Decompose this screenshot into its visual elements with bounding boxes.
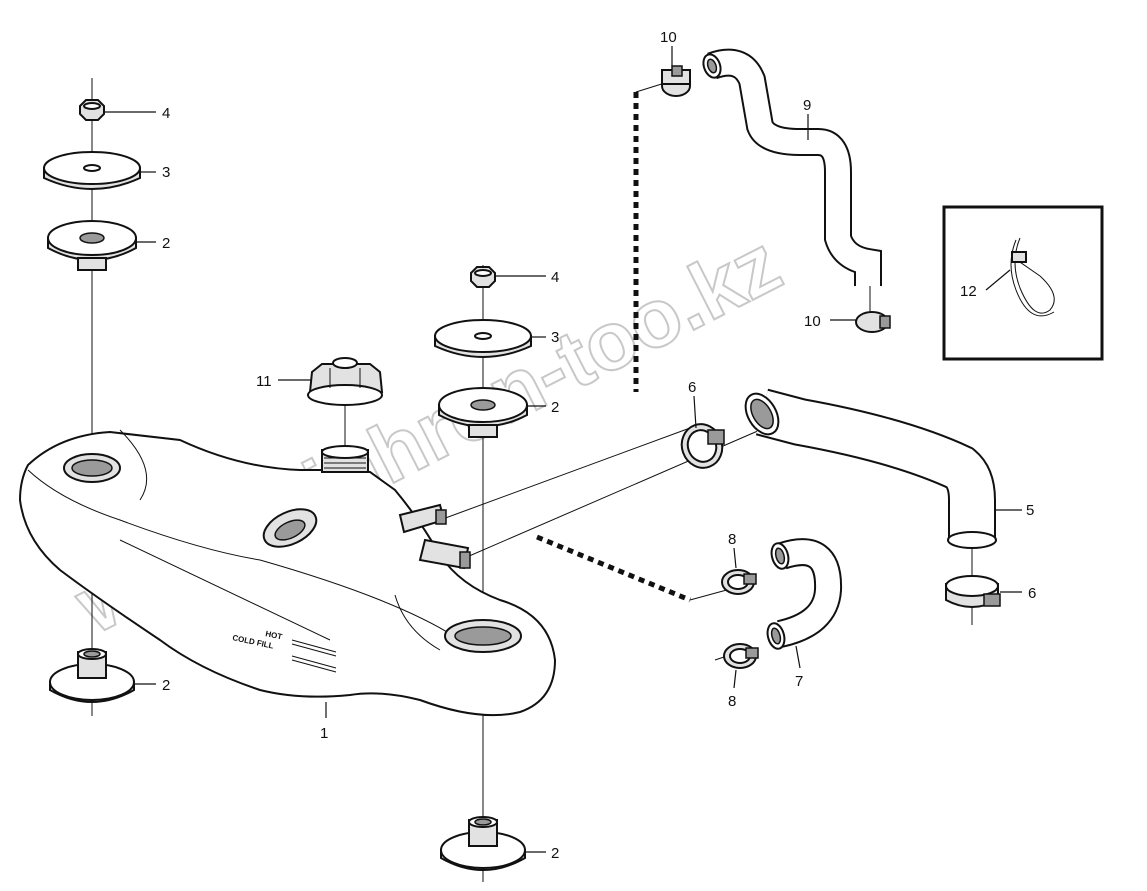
washer-right [434,319,532,358]
callout-2-left-upper: 2 [162,235,170,252]
hot-marking: HOT [265,629,283,641]
callout-7: 7 [795,673,803,690]
rubber-bush-left-upper [47,220,137,271]
nut-right [470,266,496,288]
hose-route-dashed-line-lower [536,534,691,603]
callout-labels: 1 2 2 2 2 3 3 4 4 5 6 6 7 8 8 9 10 10 11… [162,29,1036,862]
callout-8-upper: 8 [728,531,736,548]
callout-3-right: 3 [551,329,559,346]
callout-12: 12 [960,283,977,300]
hose-upper [702,48,882,286]
callout-6-lower: 6 [1028,585,1036,602]
callout-8-lower: 8 [728,693,736,710]
hose-clamp-lower [945,575,1001,608]
hose-large [744,388,997,549]
washer-left [43,151,141,190]
callout-1: 1 [320,725,328,742]
callout-4-left: 4 [162,105,170,122]
spring-clamp-small-upper [721,569,757,595]
hose-clamp-upper [680,423,725,469]
nut-left [79,99,105,121]
rubber-bush-right-upper [438,387,528,438]
callout-2-right-upper: 2 [551,399,559,416]
callout-6-upper: 6 [688,379,696,396]
filler-cap [307,357,384,406]
rubber-bush-right-lower [440,816,526,871]
callout-2-right-lower: 2 [551,845,559,862]
spring-clamp-upper [661,65,691,97]
callout-11: 11 [256,373,272,390]
callout-10-lower: 10 [804,313,821,330]
callout-4-right: 4 [551,269,559,286]
hose-small [766,538,843,650]
spring-clamp-small-lower [723,643,759,669]
callout-5: 5 [1026,502,1034,519]
callout-2-left-lower: 2 [162,677,170,694]
leader-lines [104,46,1022,853]
callout-3-left: 3 [162,164,170,181]
spring-clamp-lower [855,311,891,333]
expansion-tank: HOT COLD FILL [18,429,557,717]
rubber-bush-left-lower [49,648,135,703]
callout-9: 9 [803,97,811,114]
callout-10-upper: 10 [660,29,677,46]
cable-tie-inset [942,205,1104,361]
